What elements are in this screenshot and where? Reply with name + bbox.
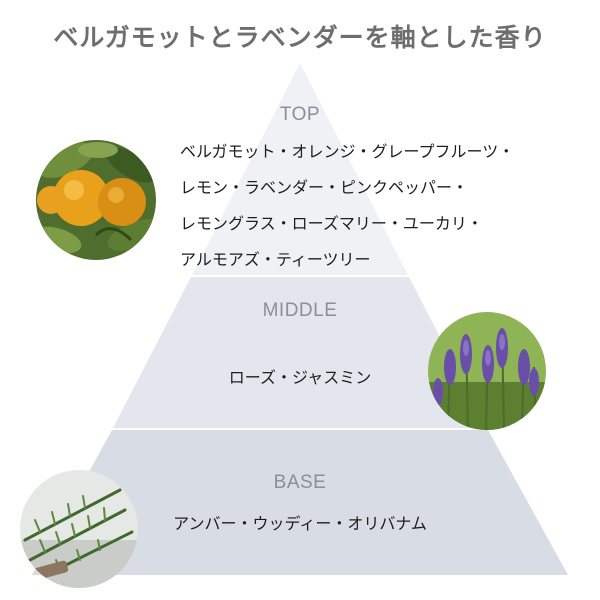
- rosemary-herb-photo: [20, 470, 138, 588]
- top-tier-label: TOP: [279, 104, 321, 125]
- pyramid-base-tier: [32, 430, 568, 575]
- page-title: ベルガモットとラベンダーを軸とした香り: [53, 23, 547, 52]
- pyramid-top-tier: [192, 63, 408, 275]
- top-notes: ベルガモット・オレンジ・グレープフルーツ・ レモン・ラベンダー・ピンクペッパー・…: [180, 134, 560, 278]
- top-notes-line: レモングラス・ローズマリー・ユーカリ・: [180, 214, 483, 233]
- middle-notes: ローズ・ジャスミン: [228, 368, 372, 387]
- citrus-oranges-photo: [36, 140, 156, 260]
- pyramid-middle-tier: [113, 277, 487, 428]
- middle-tier-label: MIDDLE: [262, 300, 338, 321]
- top-notes-line: アルモアズ・ティーツリー: [180, 250, 371, 269]
- base-notes: アンバー・ウッディー・オリバナム: [173, 514, 427, 533]
- top-notes-line: ベルガモット・オレンジ・グレープフルーツ・: [180, 142, 515, 161]
- base-tier-label: BASE: [273, 472, 327, 493]
- top-notes-line: レモン・ラベンダー・ピンクペッパー・: [180, 178, 469, 197]
- lavender-photo: [428, 312, 546, 430]
